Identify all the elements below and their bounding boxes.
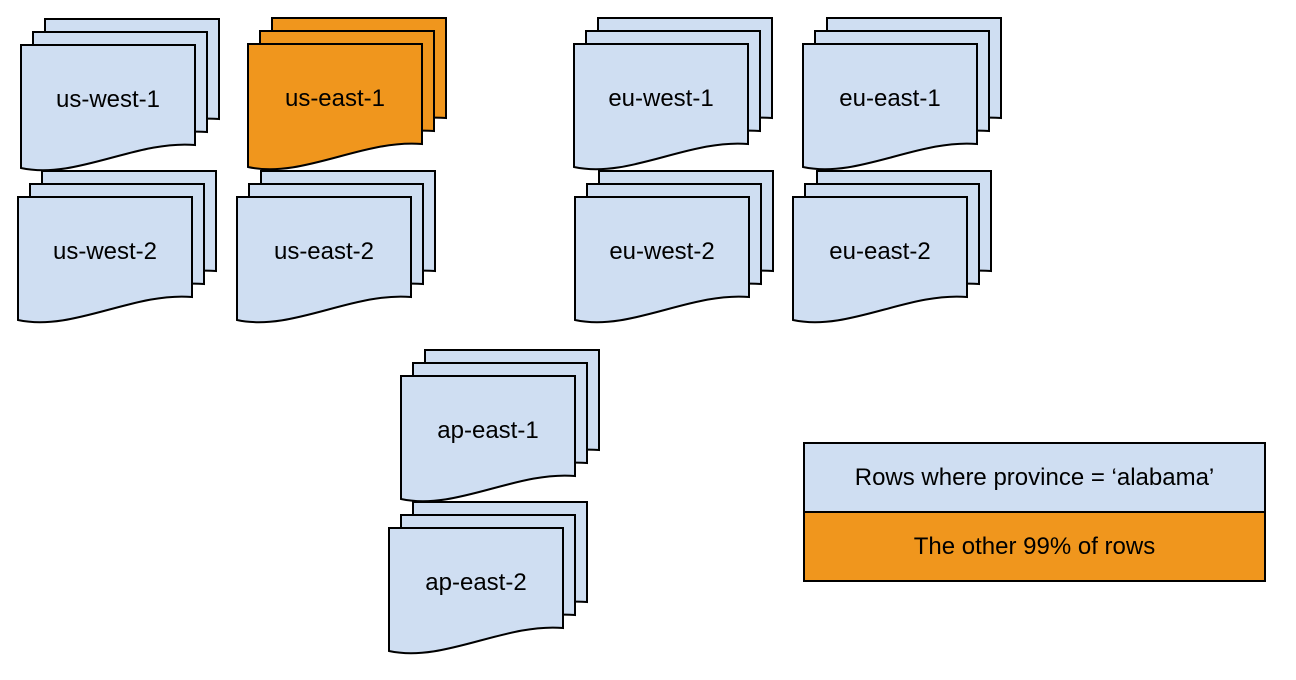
document-stack-icon xyxy=(247,17,447,171)
stack-label: ap-east-1 xyxy=(437,417,539,444)
legend: Rows where province = ‘alabama’ The othe… xyxy=(803,442,1266,582)
stack-eu-east-1: eu-east-1 xyxy=(802,17,1002,174)
legend-item-label: The other 99% of rows xyxy=(913,532,1156,560)
legend-item-other-rows: The other 99% of rows xyxy=(805,511,1264,580)
document-stack-icon xyxy=(400,349,600,503)
stack-label: us-west-1 xyxy=(55,86,161,113)
document-sheet-front xyxy=(247,43,423,171)
stack-us-west-2: us-west-2 xyxy=(17,170,217,327)
stack-label: eu-west-2 xyxy=(609,238,715,265)
stack-label: eu-east-2 xyxy=(829,238,931,265)
document-sheet-front xyxy=(573,43,749,171)
document-stack-icon xyxy=(20,18,220,172)
stack-us-east-1: us-east-1 xyxy=(247,17,447,174)
stack-label: us-west-2 xyxy=(52,238,158,265)
document-stack-icon xyxy=(17,170,217,324)
stack-label: eu-west-1 xyxy=(608,85,714,112)
document-sheet-front xyxy=(792,196,968,324)
document-sheet-front xyxy=(574,196,750,324)
document-stack-icon xyxy=(236,170,436,324)
stack-label: us-east-2 xyxy=(273,238,375,265)
document-sheet-front xyxy=(388,527,564,655)
document-stack-icon xyxy=(573,17,773,171)
document-stack-icon xyxy=(388,501,588,655)
document-sheet-front xyxy=(236,196,412,324)
stack-ap-east-1: ap-east-1 xyxy=(400,349,600,506)
stack-label: eu-east-1 xyxy=(839,85,941,112)
stack-us-west-1: us-west-1 xyxy=(20,18,220,175)
stack-eu-west-1: eu-west-1 xyxy=(573,17,773,174)
stack-ap-east-2: ap-east-2 xyxy=(388,501,588,658)
document-stack-icon xyxy=(792,170,992,324)
legend-item-label: Rows where province = ‘alabama’ xyxy=(854,463,1215,491)
document-sheet-front xyxy=(802,43,978,171)
document-stack-icon xyxy=(574,170,774,324)
stack-label: us-east-1 xyxy=(284,85,386,112)
document-sheet-front xyxy=(17,196,193,324)
stack-label: ap-east-2 xyxy=(425,569,527,596)
document-stack-icon xyxy=(802,17,1002,171)
document-sheet-front xyxy=(20,44,196,172)
document-sheet-front xyxy=(400,375,576,503)
stack-us-east-2: us-east-2 xyxy=(236,170,436,327)
stack-eu-east-2: eu-east-2 xyxy=(792,170,992,327)
legend-item-alabama-rows: Rows where province = ‘alabama’ xyxy=(805,444,1264,511)
stack-eu-west-2: eu-west-2 xyxy=(574,170,774,327)
